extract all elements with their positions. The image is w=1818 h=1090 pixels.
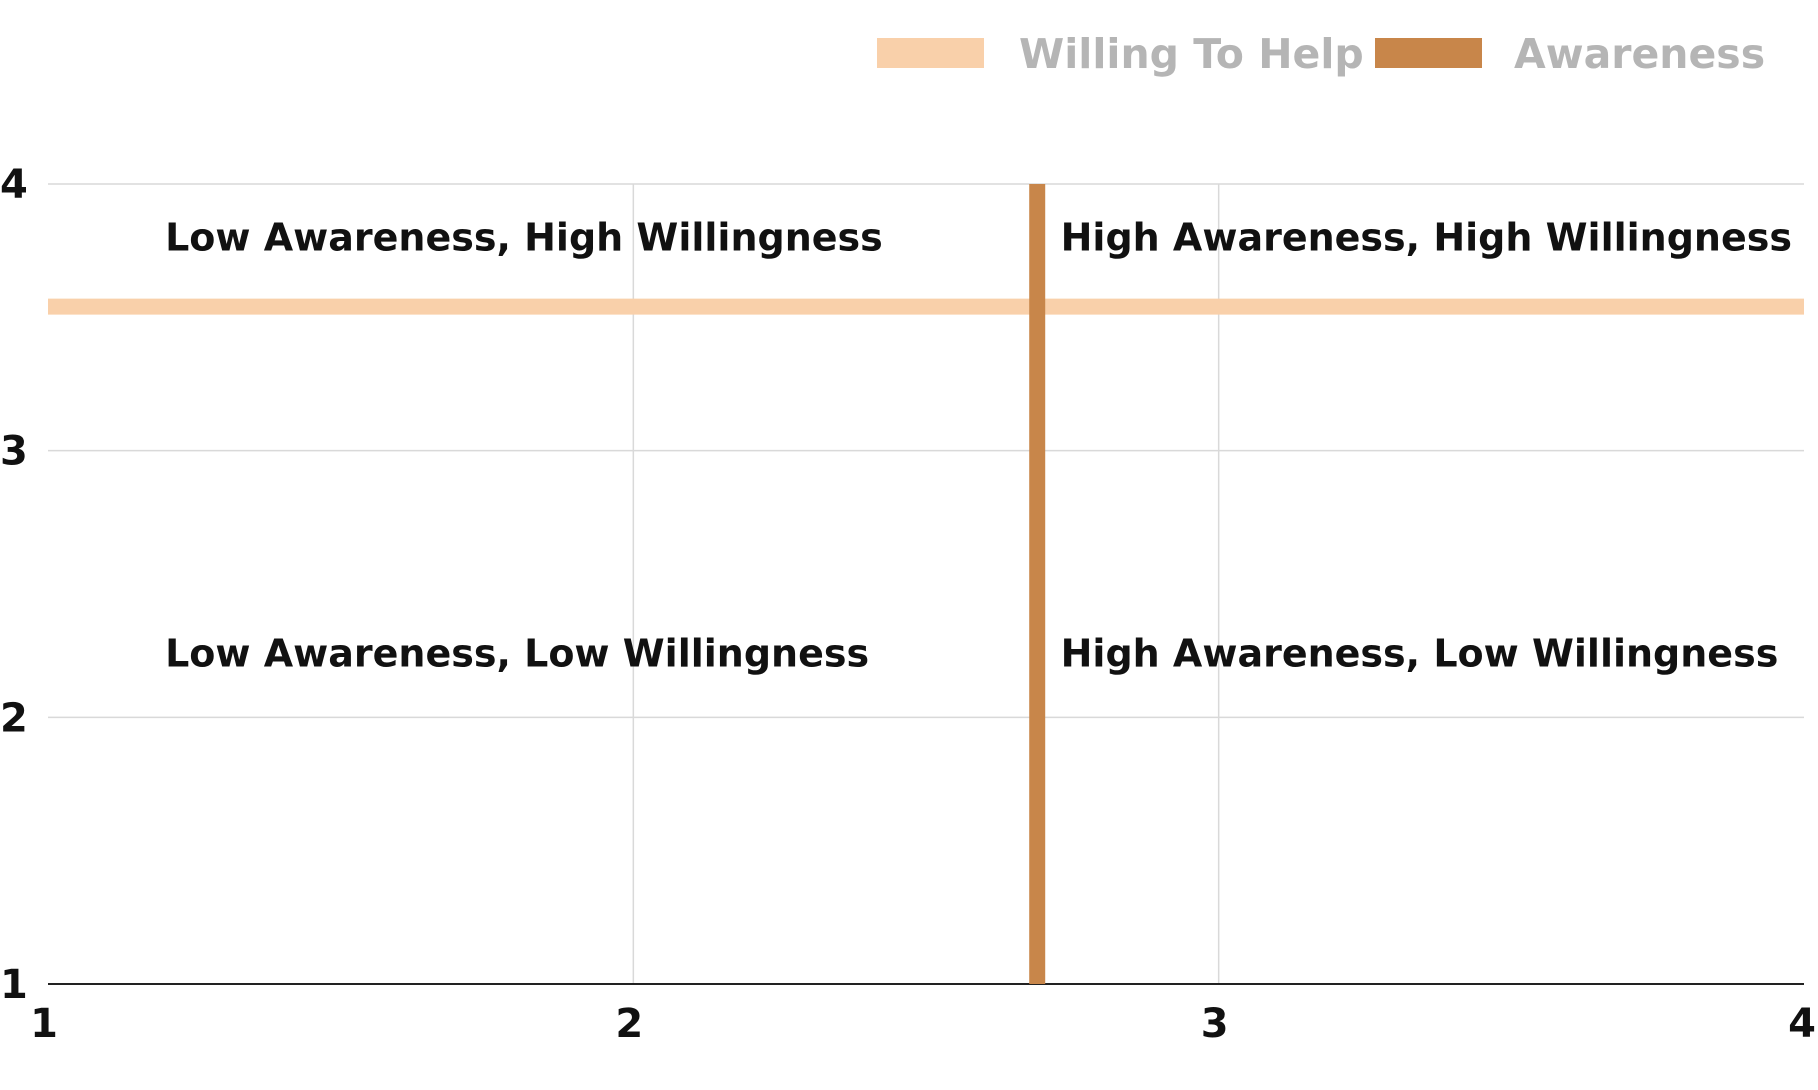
axes: 1 2 3 4 1 2 3 4 xyxy=(0,162,1816,1047)
quadrant-label: High Awareness, Low Willingness xyxy=(1061,632,1779,676)
y-tick-label: 2 xyxy=(0,695,28,741)
legend-label-willing-to-help: Willing To Help xyxy=(1019,30,1364,78)
gridlines xyxy=(48,183,1804,984)
x-tick-label: 3 xyxy=(1201,1001,1229,1047)
quadrant-label: Low Awareness, Low Willingness xyxy=(165,632,869,676)
y-tick-label: 3 xyxy=(0,429,28,475)
y-tick-label: 4 xyxy=(0,162,28,208)
x-tick-label: 2 xyxy=(615,1001,643,1047)
x-tick-label: 4 xyxy=(1788,1001,1816,1047)
legend-swatch-awareness xyxy=(1375,38,1482,68)
quadrant-label: Low Awareness, High Willingness xyxy=(165,216,883,260)
y-tick-label: 1 xyxy=(0,962,28,1008)
legend: Willing To Help Awareness xyxy=(877,30,1765,78)
x-tick-label: 1 xyxy=(30,1001,58,1047)
series-lines xyxy=(48,184,1804,984)
legend-label-awareness: Awareness xyxy=(1514,30,1765,78)
legend-swatch-willing-to-help xyxy=(877,38,984,68)
quadrant-label: High Awareness, High Willingness xyxy=(1061,216,1792,260)
